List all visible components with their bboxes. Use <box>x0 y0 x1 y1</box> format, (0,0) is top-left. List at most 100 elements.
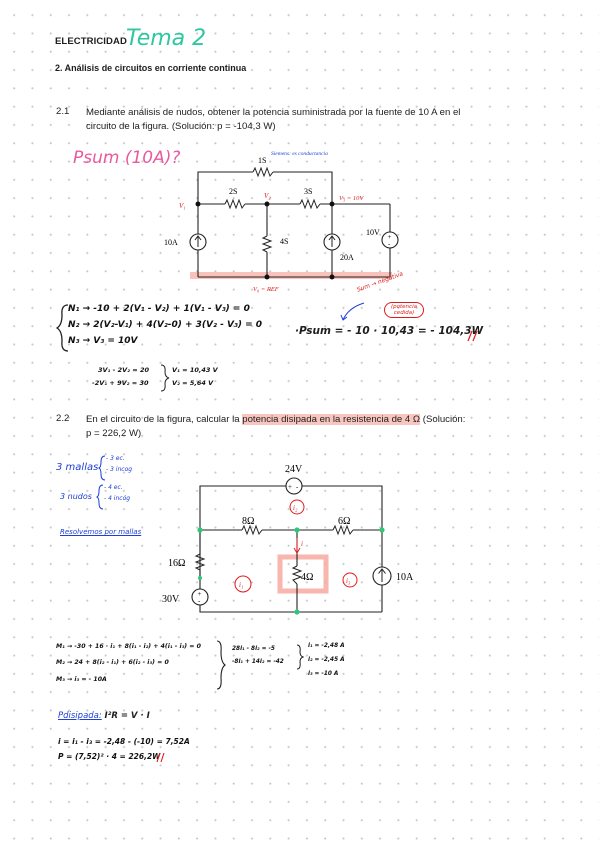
label-2s: 2S <box>229 187 237 196</box>
double-check-1 <box>467 330 478 342</box>
brace-2b <box>296 644 304 670</box>
current-source-20a <box>323 233 341 251</box>
circuit-2: + - + - 24V 8Ω 6Ω 16Ω 4Ω 30V 10A i₂ i₁ i… <box>162 464 414 615</box>
mesh-i1-circle <box>234 575 252 593</box>
section-title: 2. Análisis de circuitos en corriente co… <box>55 63 247 73</box>
problem2-line1-post: (Solución: <box>422 414 466 425</box>
wires-2 <box>199 485 383 613</box>
problem-text-1: Mediante análisis de nudos, obtener la p… <box>86 106 556 134</box>
node-a <box>197 527 203 533</box>
problem2-line1-highlight: potencia disipada en la resistencia de 4… <box>242 414 421 425</box>
label-v2: V₂ <box>264 192 271 200</box>
problem-number-1: 2.1 <box>56 106 70 117</box>
note-nudos-ec: - 4 ec. <box>104 484 123 491</box>
voltage-source-10v: + - <box>381 231 399 249</box>
res2-i3: i₃ = -10 A <box>308 671 339 677</box>
brace-2 <box>216 640 226 690</box>
double-check-2 <box>156 752 165 763</box>
svg-text:+: + <box>388 233 392 241</box>
sys2-eq2: -8i₁ + 14i₂ = -42 <box>232 659 284 665</box>
mesh-i3-circle <box>342 572 358 588</box>
resistor-4s <box>261 235 273 253</box>
highlight-4ohm <box>277 554 329 594</box>
resistor-2s <box>224 198 246 210</box>
tema-handwritten: Tema 2 <box>126 26 207 51</box>
node-v3 <box>329 201 335 207</box>
voltage-source-30v: + - <box>191 588 209 606</box>
resistor-4ohm <box>291 565 303 585</box>
svg-text:-: - <box>198 597 201 605</box>
wires-1 <box>197 171 391 278</box>
res1-v1: V₁ = 10,43 V <box>172 366 218 374</box>
note-resolvemos: Resolvemos por mallas <box>60 528 142 536</box>
label-1s: 1S <box>258 156 266 165</box>
node-d <box>294 609 300 615</box>
label-10v: 10V <box>366 228 380 237</box>
note-mallas-ec: - 3 ec. <box>106 455 125 462</box>
arrow-blue <box>340 302 365 321</box>
resistor-3s <box>299 198 321 210</box>
label-4s: 4S <box>280 237 288 246</box>
node-ref <box>264 274 270 280</box>
current-source-10a-2 <box>372 566 392 586</box>
node-b <box>294 527 300 533</box>
label-16ohm: 16Ω <box>168 558 185 569</box>
problem2-line2: p = 226,2 W) <box>86 428 142 439</box>
pdis-label: Pdisipada: <box>58 711 102 721</box>
label-v1: V₁ <box>179 202 186 210</box>
note-mallas: 3 mallas <box>56 462 99 473</box>
voltage-source-24v: + - <box>285 477 303 495</box>
eq2-m3: M₃ → i₃ = - 10A <box>56 676 107 683</box>
label-24v: 24V <box>285 464 303 475</box>
res2-i2: i₂ = -2,45 A <box>308 657 345 663</box>
eq2-m1: M₁ → -30 + 16 · i₁ + 8(i₁ - i₂) + 4(i₁ -… <box>56 643 201 650</box>
problem2-line1: En el circuito de la figura, calcular la… <box>86 413 566 427</box>
problem-text-2: En el circuito de la figura, calcular la… <box>86 413 566 441</box>
calc-power: P = (7,52)² · 4 = 226,2W <box>58 752 161 761</box>
mesh-i1: i₁ <box>239 581 243 589</box>
current-arrow-i <box>293 538 301 554</box>
label-4ohm: 4Ω <box>301 572 313 583</box>
node-e <box>198 576 202 580</box>
subject-title: ELECTRICIDAD <box>55 36 127 47</box>
problem1-line1: Mediante análisis de nudos, obtener la p… <box>86 107 461 118</box>
note-psum: Psum (10A)? <box>73 148 181 168</box>
eq2-m2: M₂ → 24 + 8(i₂ - i₁) + 6(i₂ - i₃) = 0 <box>56 659 169 666</box>
node-v1 <box>195 201 201 207</box>
label-30v: 30V <box>162 594 180 605</box>
label-ref: V₀ = REF <box>253 286 280 293</box>
label-10a-2: 10A <box>396 572 414 583</box>
sys1-eq2: -2V₁ + 9V₂ = 30 <box>92 379 149 387</box>
res2-i1: i₁ = -2,48 A <box>308 643 345 649</box>
note-cedida: (potencia cedida) <box>384 302 424 318</box>
resistor-16ohm <box>194 553 206 571</box>
psum-result: ·Psum = - 10 · 10,43 = - 104,3W <box>295 325 484 337</box>
resistor-1s <box>252 166 274 178</box>
problem-number-2: 2.2 <box>56 413 70 424</box>
eq1-n2: N₂ → 2(V₂-V₁) + 4(V₂-0) + 3(V₂ - V₃) = 0 <box>68 320 263 330</box>
calc-current: i = i₁ - i₃ = -2,48 - (-10) = 7,52A <box>58 737 190 746</box>
mesh-i2-circle <box>289 499 305 515</box>
problem1-line2: circuito de la figura. (Solución: p = -1… <box>86 121 276 132</box>
resistor-6ohm <box>332 524 354 536</box>
mesh-i3: i₃ <box>346 577 351 585</box>
note-nudos-incog: - 4 incóg <box>104 495 131 502</box>
brace-1 <box>56 304 69 352</box>
sys1-eq1: 3V₁ - 2V₂ = 20 <box>98 366 150 374</box>
problem2-line1-pre: En el circuito de la figura, calcular la <box>86 414 240 425</box>
svg-text:+: + <box>288 483 292 491</box>
svg-text:+: + <box>198 590 202 598</box>
pdis-line: Pdisipada: I²R = V · I <box>58 711 150 721</box>
mesh-i2: i₂ <box>293 504 298 512</box>
node-v2 <box>264 201 270 207</box>
node-ref-2 <box>329 274 335 280</box>
brace-mallas <box>98 455 106 481</box>
node-c <box>379 527 385 533</box>
pdis-formula: I²R = V · I <box>104 711 150 721</box>
res1-v2: V₂ = 5,64 V <box>172 379 214 387</box>
label-v3: V₃ = 10V <box>339 195 364 202</box>
brace-nudos <box>96 484 104 510</box>
circuit-1: + - 1S Siemens: es conductancia 2S 3S 4S… <box>164 151 399 293</box>
label-6ohm: 6Ω <box>338 516 350 527</box>
label-20a: 20A <box>340 253 354 262</box>
